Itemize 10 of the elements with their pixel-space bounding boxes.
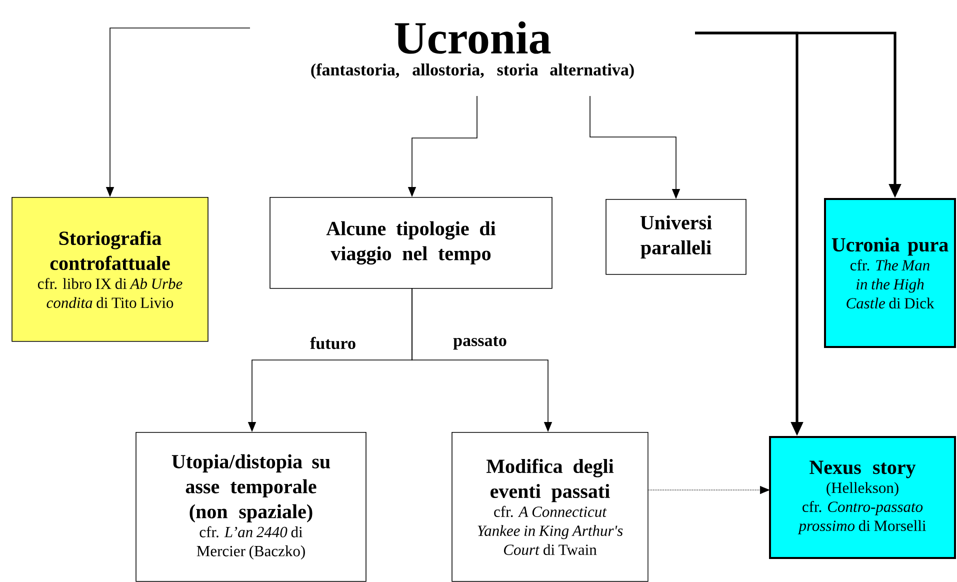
edge-label: passato xyxy=(452,335,508,351)
concept-box: Alcune tipologie di viaggio nel tempo xyxy=(270,197,552,289)
concept-box: Utopia/distopia su asse temporale (non spaziale) cfr. L’an 2440 di Mercier (Baczko) xyxy=(136,432,366,582)
edge-label: futuro xyxy=(309,336,357,350)
concept-box: Storiografia controfattuale cfr. libro IX di Ab Urbe condita di Tito Livio xyxy=(12,197,208,342)
concept-box: Nexus story (Hellekson) cfr. Contro-passato prossimo di Morselli xyxy=(769,436,956,559)
title-text: Ucronia (fantastoria, allostoria, storia alternativa) xyxy=(311,21,634,79)
concept-box: Modifica degli eventi passati cfr. A Connecticut Yankee in King Arthur's Court di Twain xyxy=(452,432,648,582)
concept-box: Ucronia pura cfr. The Man in the High Castle di Dick xyxy=(824,198,956,348)
concept-box: Universi paralleli xyxy=(606,199,746,275)
